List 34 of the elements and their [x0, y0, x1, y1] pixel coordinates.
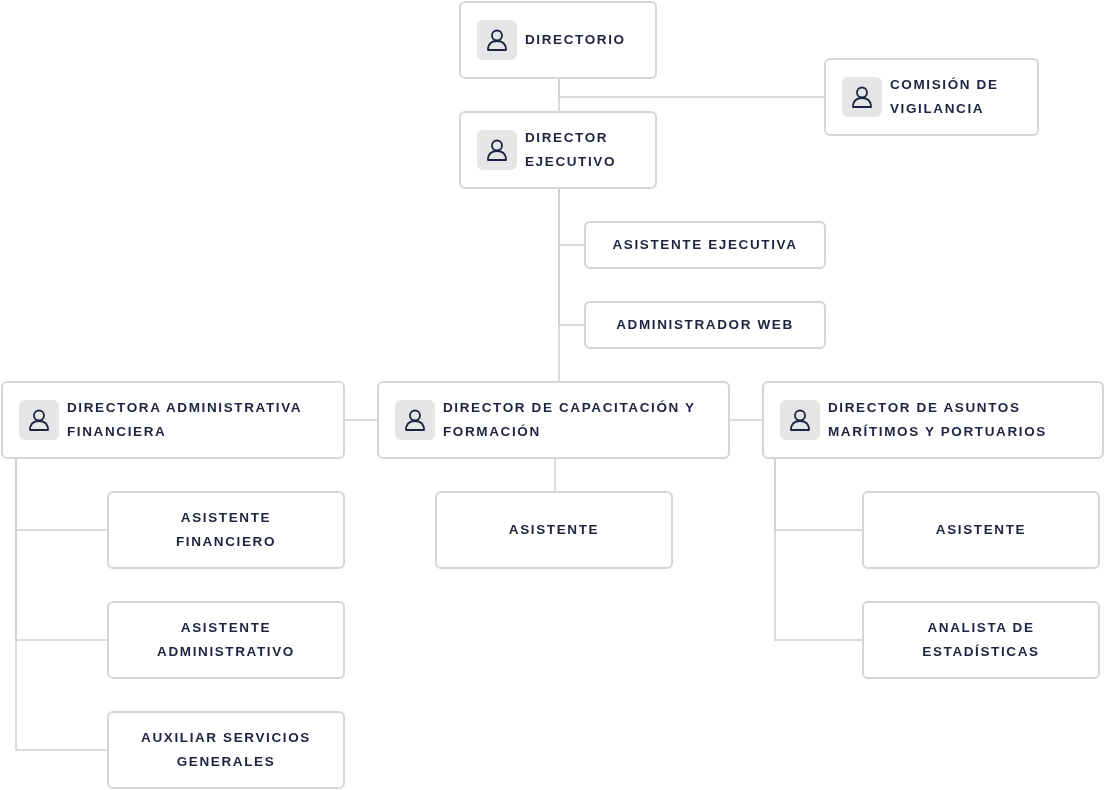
connector-line [729, 419, 763, 421]
role-box [459, 111, 657, 189]
role-box [862, 601, 1100, 679]
role-title: ANALISTA DE ESTADÍSTICAS [921, 619, 1041, 661]
role-box [107, 491, 345, 569]
role-title: ASISTENTE ADMINISTRATIVO [156, 619, 296, 661]
role-title: DIRECTORIO [525, 31, 626, 49]
role-title: DIRECTORA ADMINISTRATIVA FINANCIERA [67, 399, 303, 441]
role-title: COMISIÓN DE VIGILANCIA [890, 76, 1000, 118]
role-title: DIRECTOR DE CAPACITACIÓN Y FORMACIÓN [443, 399, 697, 441]
connector-line [558, 188, 560, 382]
role-box [584, 221, 826, 269]
role-title: ASISTENTE [935, 521, 1027, 539]
role-box [862, 491, 1100, 569]
connector-line [774, 458, 863, 641]
role-box [377, 381, 730, 459]
role-title: AUXILIAR SERVICIOS GENERALES [140, 729, 312, 771]
connector-line [554, 458, 556, 492]
role-box [435, 491, 673, 569]
role-title: DIRECTOR EJECUTIVO [525, 129, 618, 171]
role-box [762, 381, 1104, 459]
connector-line [558, 78, 560, 112]
role-title: ASISTENTE [508, 521, 600, 539]
role-box [107, 601, 345, 679]
role-title: ASISTENTE FINANCIERO [174, 509, 278, 551]
role-box [824, 58, 1039, 136]
role-title: ADMINISTRADOR WEB [616, 316, 794, 334]
connector-line [344, 419, 378, 421]
role-title: ASISTENTE EJECUTIVA [612, 236, 798, 254]
role-box [107, 711, 345, 789]
role-box [459, 1, 657, 79]
role-title: DIRECTOR DE ASUNTOS MARÍTIMOS Y PORTUARIOS [828, 399, 1048, 441]
role-box [584, 301, 826, 349]
role-box [1, 381, 345, 459]
